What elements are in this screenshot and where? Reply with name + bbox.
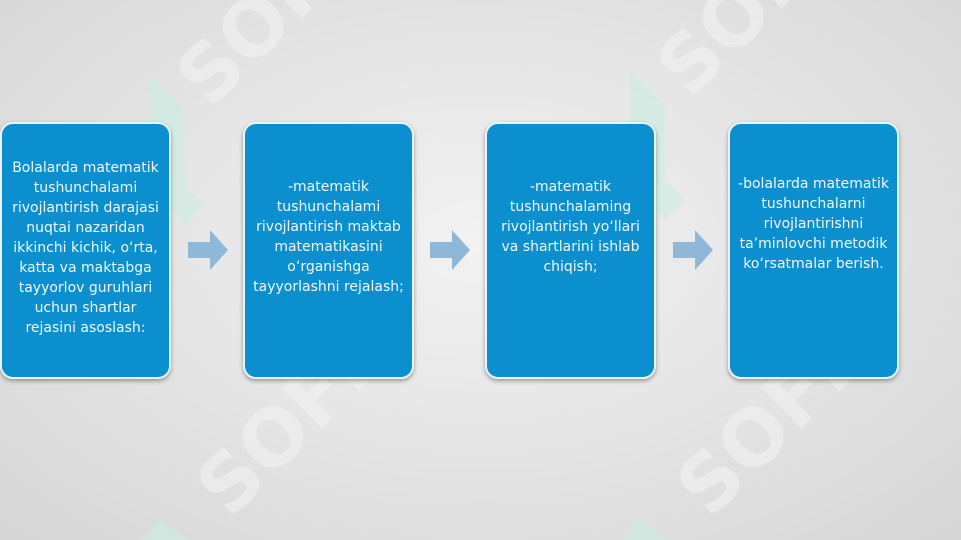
arrow-right-icon [673,230,713,270]
step-box-1: Bolalarda matematik tushunchalami rivojl… [0,122,171,379]
step-box-4: -bolalarda matematik tushunchalarni rivo… [728,122,899,379]
arrow-right-icon [430,230,470,270]
step-box-2: -matematik tushunchalami rivojlantirish … [243,122,414,379]
arrow-right-icon [188,230,228,270]
step-box-3: -matematik tushunchalaming rivojlantiris… [485,122,656,379]
